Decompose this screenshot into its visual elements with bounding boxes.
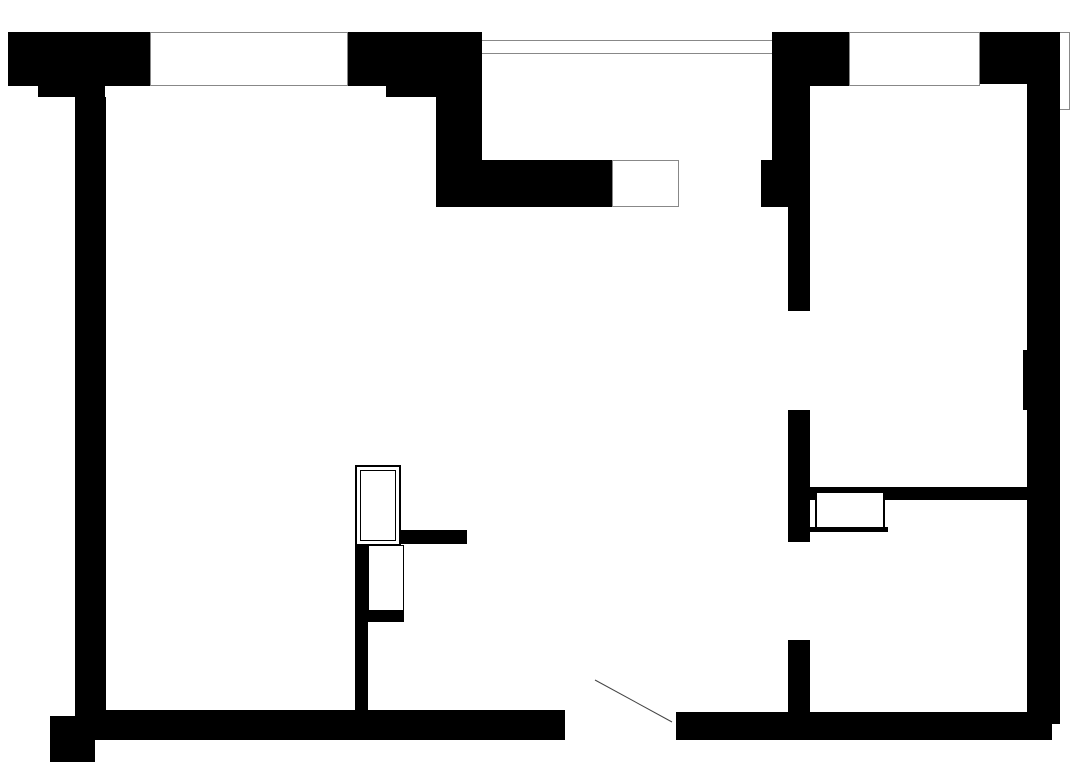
window-top-right (849, 32, 980, 86)
wall-right-room-low (788, 640, 810, 715)
wall-bottom-right (676, 712, 1052, 740)
wall-bottom-left (75, 710, 565, 740)
wall-interior-stub (400, 530, 467, 544)
wall-corner-bottom-left (50, 716, 95, 762)
wall-right-room-mid (788, 410, 810, 542)
balcony-line-bottom (482, 53, 772, 54)
wall-right-room-notch (761, 160, 790, 207)
shaft-box (355, 465, 401, 546)
partition-box (815, 491, 885, 529)
wall-top-left-step (38, 86, 105, 97)
wall-right-room-left (788, 84, 810, 311)
wall-top-left (8, 32, 150, 86)
balcony-line-top (482, 40, 772, 41)
wall-top-middle-step (386, 86, 482, 97)
wall-left (75, 97, 106, 717)
wall-interior-column (355, 545, 368, 711)
wall-top-right-a (772, 32, 849, 86)
wall-middle-horizontal (436, 160, 612, 207)
wall-right-offset (1023, 350, 1060, 410)
window-top-left (150, 32, 348, 86)
partition-box-bottom (810, 527, 888, 532)
wall-top-middle (348, 32, 482, 86)
window-side-right (1060, 32, 1070, 110)
window-middle (612, 160, 679, 207)
wall-right-room-upper (772, 84, 790, 160)
wall-top-right-b (980, 32, 1062, 84)
wall-middle-column (436, 97, 482, 161)
wall-interior-shelf (368, 610, 404, 622)
